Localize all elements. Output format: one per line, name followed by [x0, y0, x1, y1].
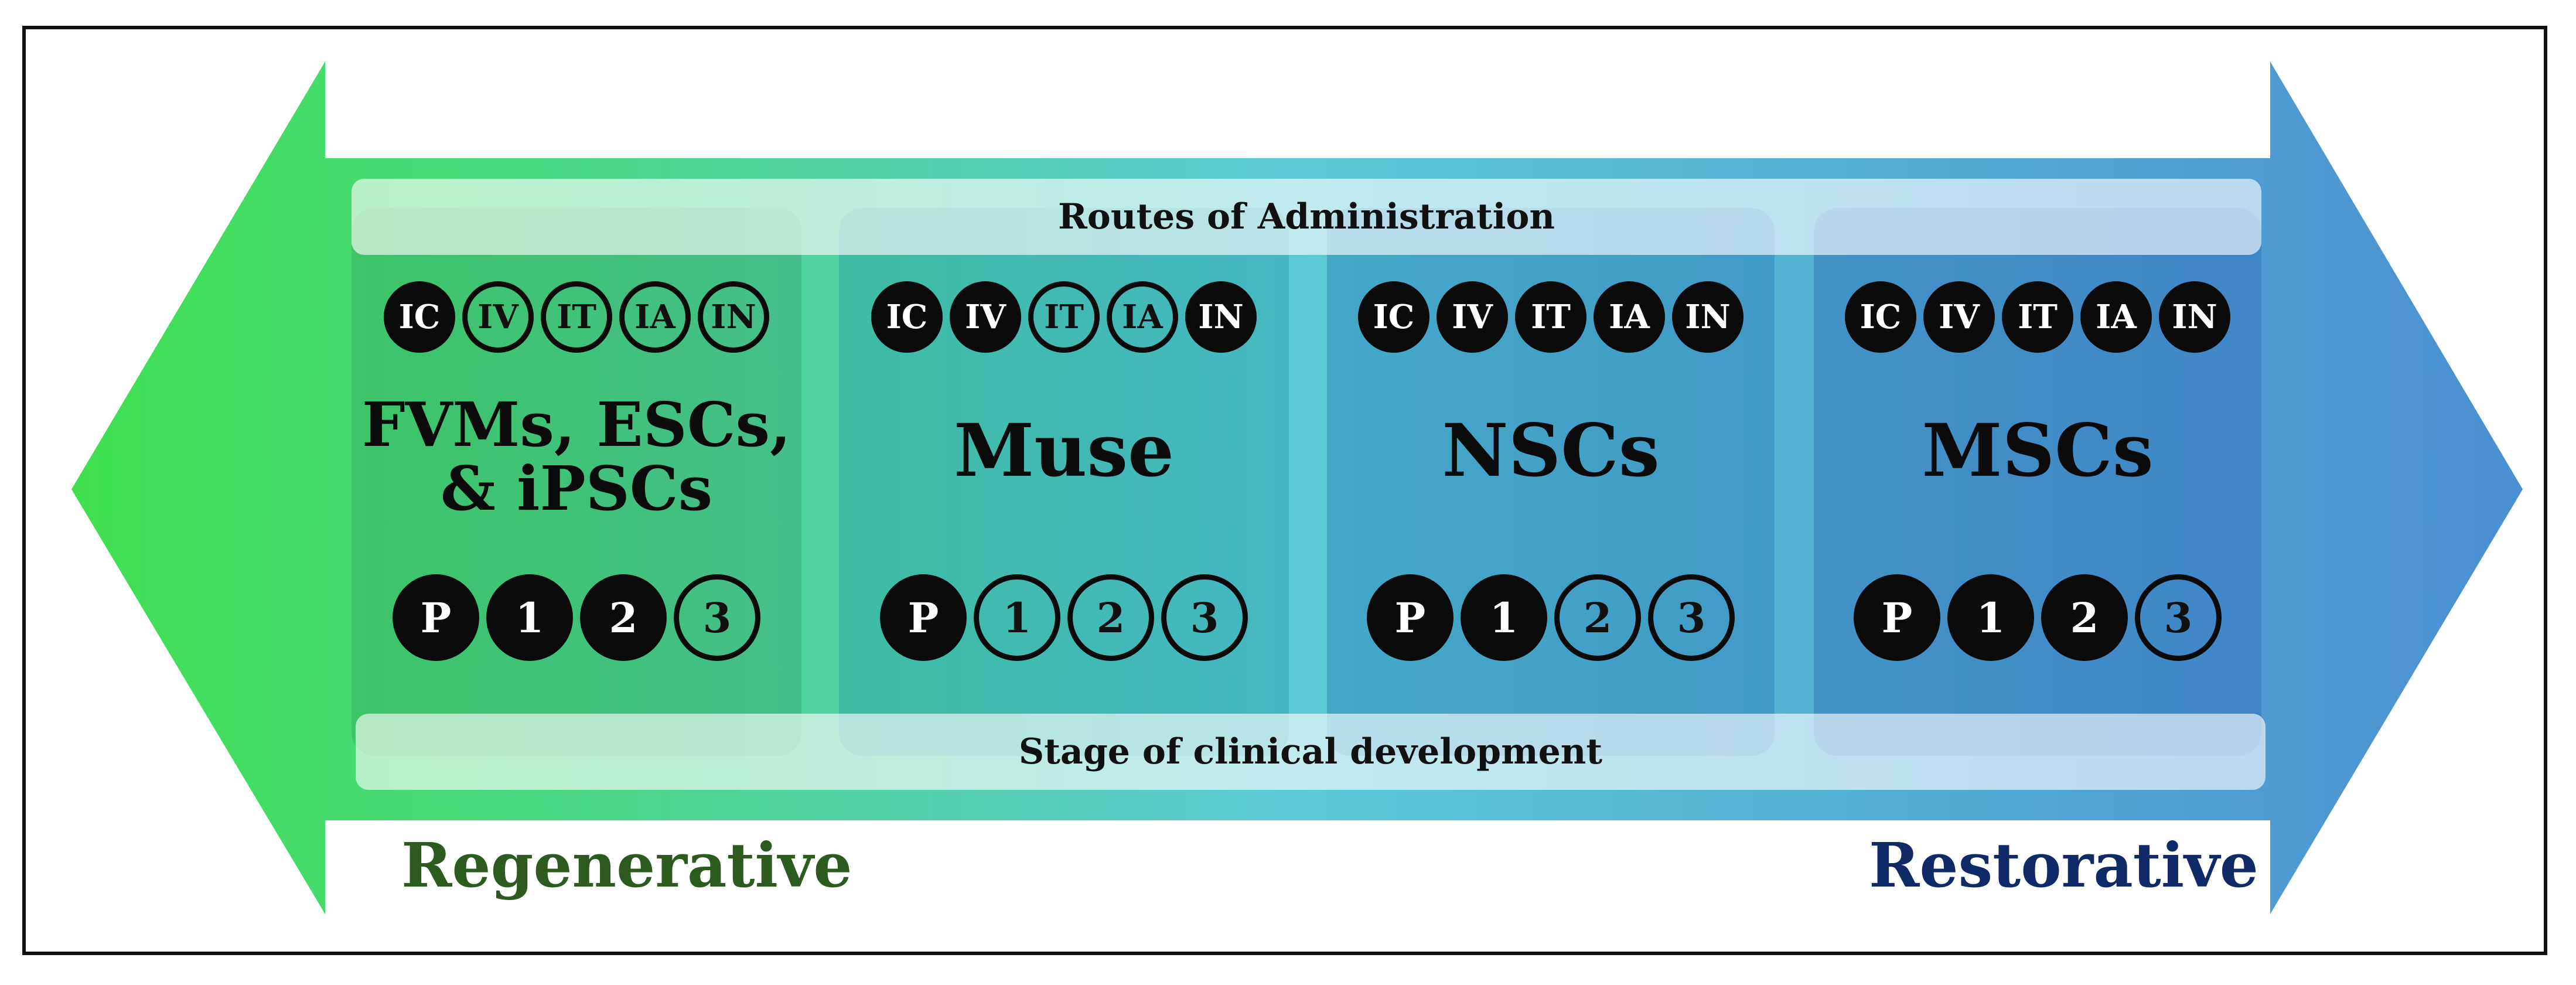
- column-fvms-escs-ipscs: IC IV IT IA IN FVMs, ESCs, & iPSCs P 1 2…: [352, 281, 801, 668]
- stage-circles: P 1 2 3: [1854, 574, 2222, 661]
- route-circles: IC IV IT IA IN: [1358, 281, 1744, 353]
- route-ic: IC: [1358, 281, 1429, 353]
- stage-p: P: [1854, 574, 1940, 661]
- arrow-shape: [71, 62, 2523, 914]
- route-iv: IV: [950, 281, 1021, 353]
- route-it: IT: [541, 281, 612, 353]
- route-circles: IC IV IT IA IN: [1845, 281, 2230, 353]
- route-it: IT: [2002, 281, 2073, 353]
- cell-type-name: MSCs: [1922, 408, 2154, 493]
- stage-3: 3: [2135, 574, 2222, 661]
- column-nscs: IC IV IT IA IN NSCs P 1 2 3: [1327, 281, 1775, 668]
- stage-circles: P 1 2 3: [393, 574, 760, 661]
- routes-of-administration-band: Routes of Administration: [352, 179, 2261, 255]
- route-in: IN: [1185, 281, 1257, 353]
- route-circles: IC IV IT IA IN: [384, 281, 769, 353]
- cell-type-name: Muse: [953, 408, 1175, 493]
- route-ic: IC: [1845, 281, 1916, 353]
- stage-1: 1: [1461, 574, 1547, 661]
- stage-p: P: [393, 574, 479, 661]
- cell-type-line-2: & iPSCs: [440, 452, 713, 525]
- stage-1: 1: [1947, 574, 2034, 661]
- cell-type-name: NSCs: [1442, 408, 1660, 493]
- stage-p: P: [1367, 574, 1454, 661]
- route-ic: IC: [384, 281, 455, 353]
- route-in: IN: [1672, 281, 1744, 353]
- route-in: IN: [698, 281, 769, 353]
- route-ia: IA: [619, 281, 691, 353]
- route-ia: IA: [2080, 281, 2152, 353]
- route-in: IN: [2159, 281, 2230, 353]
- route-ic: IC: [871, 281, 943, 353]
- cell-type-name: FVMs, ESCs, & iPSCs: [352, 388, 801, 525]
- cell-type-line-1: FVMs, ESCs,: [361, 388, 791, 461]
- column-muse: IC IV IT IA IN Muse P 1 2 3: [839, 281, 1289, 668]
- stage-circles: P 1 2 3: [880, 574, 1248, 661]
- stage-of-clinical-development-band: Stage of clinical development: [356, 714, 2265, 790]
- stage-title: Stage of clinical development: [1018, 731, 1603, 772]
- stage-3: 3: [674, 574, 760, 661]
- route-it: IT: [1028, 281, 1100, 353]
- stage-1: 1: [486, 574, 573, 661]
- stage-2: 2: [1554, 574, 1641, 661]
- stage-3: 3: [1161, 574, 1248, 661]
- column-mscs: IC IV IT IA IN MSCs P 1 2 3: [1814, 281, 2261, 668]
- route-iv: IV: [1923, 281, 1995, 353]
- route-ia: IA: [1107, 281, 1178, 353]
- stage-3: 3: [1648, 574, 1735, 661]
- stage-2: 2: [1067, 574, 1154, 661]
- route-iv: IV: [462, 281, 534, 353]
- route-iv: IV: [1437, 281, 1508, 353]
- stage-p: P: [880, 574, 967, 661]
- stage-1: 1: [974, 574, 1060, 661]
- stage-circles: P 1 2 3: [1367, 574, 1735, 661]
- regenerative-label: Regenerative: [401, 829, 852, 901]
- stage-2: 2: [580, 574, 667, 661]
- stage-2: 2: [2041, 574, 2128, 661]
- route-it: IT: [1515, 281, 1586, 353]
- route-ia: IA: [1594, 281, 1665, 353]
- routes-title: Routes of Administration: [1057, 196, 1555, 237]
- restorative-label: Restorative: [1869, 829, 2258, 901]
- route-circles: IC IV IT IA IN: [871, 281, 1257, 353]
